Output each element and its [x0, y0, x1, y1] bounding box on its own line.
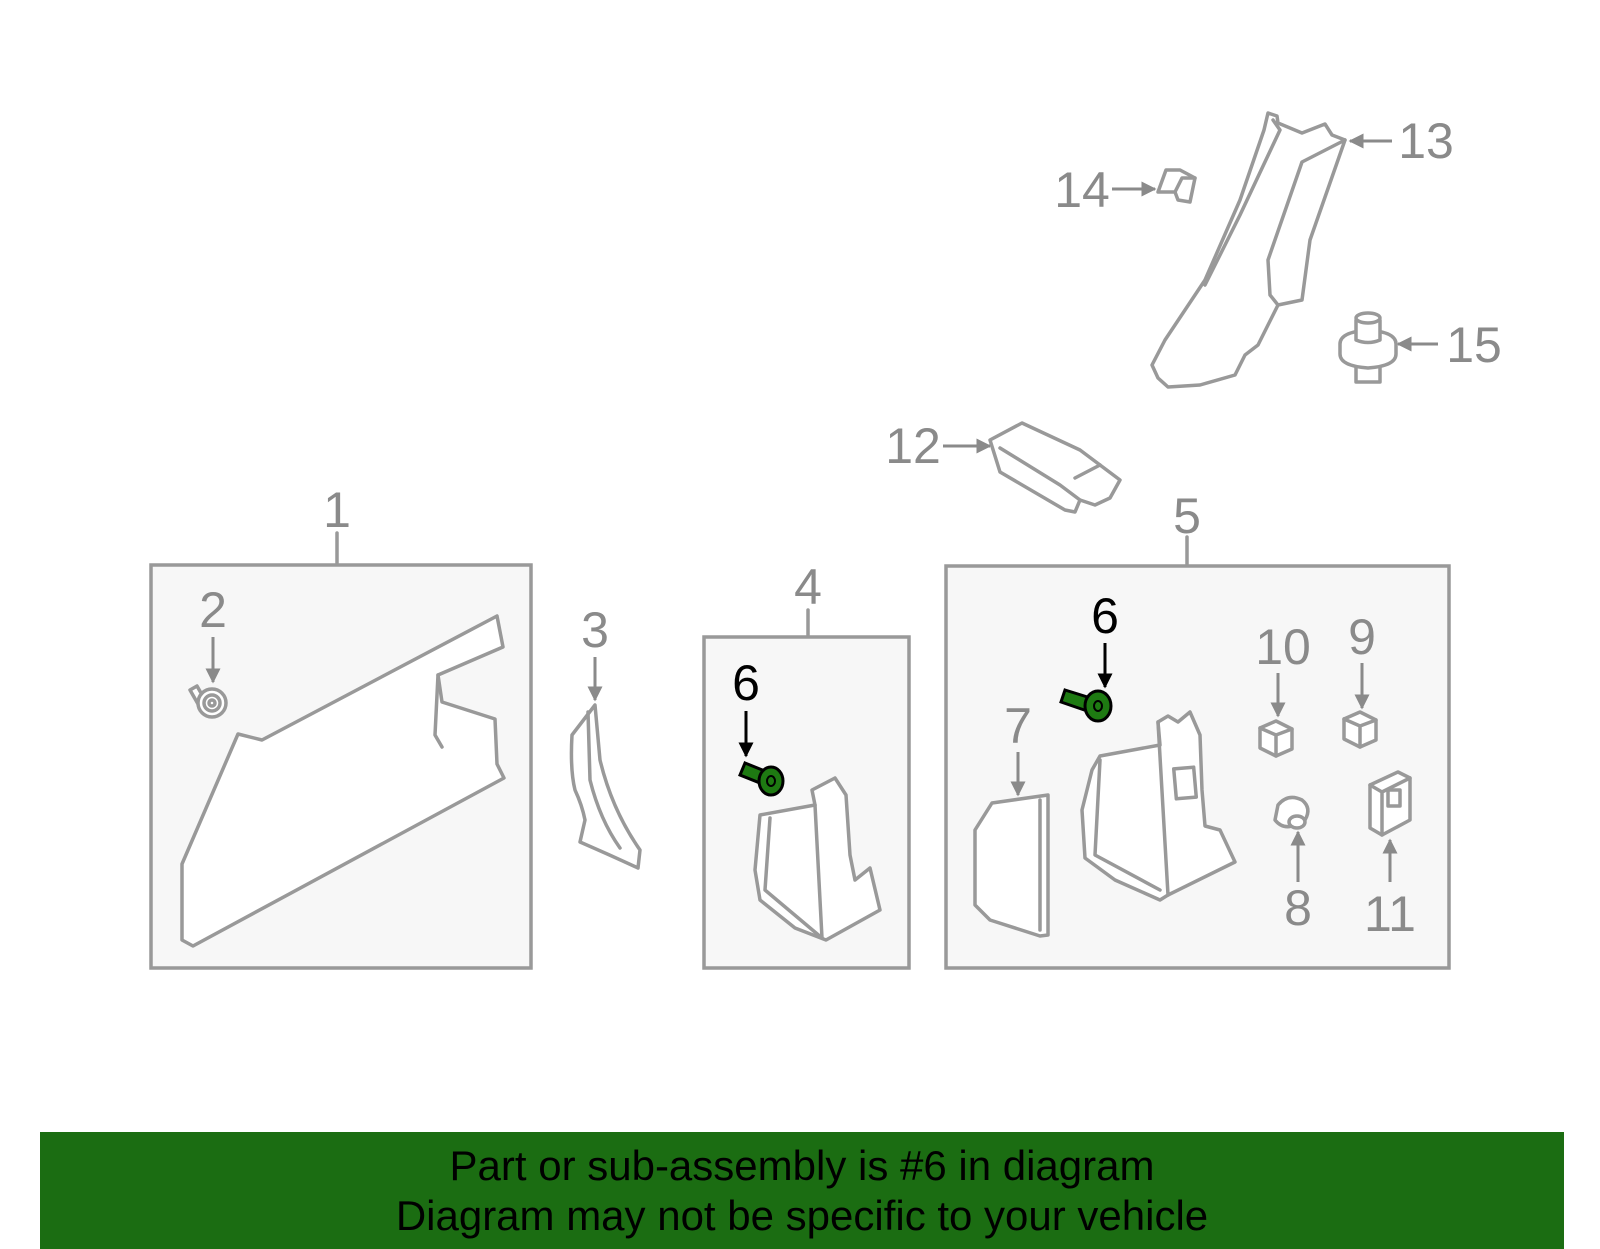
callout-12: 12: [885, 418, 941, 474]
callout-6-left: 6: [732, 655, 760, 711]
assembly-4-group: 4 6: [702, 559, 911, 970]
callout-4: 4: [794, 559, 822, 615]
callout-1: 1: [323, 482, 351, 538]
assembly-1-group: 1 2: [149, 482, 533, 970]
callout-15: 15: [1446, 317, 1502, 373]
callout-9: 9: [1348, 609, 1376, 665]
retainer-part-11: [1368, 770, 1412, 837]
callout-6-right: 6: [1091, 588, 1119, 644]
part-13-group: 13: [1150, 111, 1454, 389]
part-3-group: 3: [569, 602, 642, 870]
callout-13: 13: [1398, 113, 1454, 169]
callout-3: 3: [581, 602, 609, 658]
callout-8: 8: [1284, 880, 1312, 936]
callout-2: 2: [199, 582, 227, 638]
part-14-group: 14: [1054, 162, 1197, 218]
cover-part-7: [973, 793, 1050, 938]
handle-part-12: [988, 421, 1122, 514]
banner-line-1: Part or sub-assembly is #6 in diagram: [449, 1141, 1155, 1189]
part-15-group: 15: [1338, 311, 1502, 384]
pillar-trim-part-3: [569, 703, 642, 870]
callout-10: 10: [1255, 619, 1311, 675]
clip-part-8: [1273, 795, 1310, 830]
info-banner: Part or sub-assembly is #6 in diagram Di…: [40, 1132, 1564, 1249]
assembly-5-group: 5 6 7 10 9 8: [944, 488, 1451, 970]
clip-part-2: [188, 684, 228, 719]
fastener-part-15: [1338, 311, 1398, 384]
callout-7: 7: [1004, 698, 1032, 754]
callout-11: 11: [1364, 886, 1416, 942]
bolt-part-6-left: [738, 761, 785, 797]
callout-5: 5: [1173, 488, 1201, 544]
banner-line-2: Diagram may not be specific to your vehi…: [395, 1191, 1209, 1239]
callout-14: 14: [1054, 162, 1110, 218]
bracket-part-5: [1080, 710, 1237, 902]
part-12-group: 12: [885, 418, 1122, 514]
bolt-part-6-right: [1059, 688, 1113, 723]
